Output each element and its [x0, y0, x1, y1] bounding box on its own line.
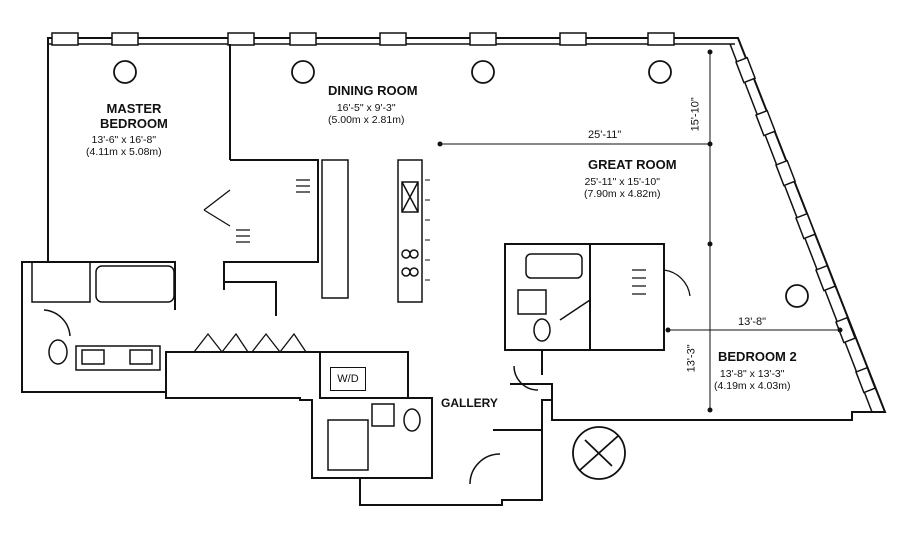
- gallery-bath-sink: [371, 403, 395, 427]
- wall-bed2-closet: [590, 243, 665, 351]
- bath2-tub: [525, 253, 583, 279]
- bath2-sink: [517, 289, 547, 315]
- mullion-3: [227, 32, 255, 46]
- diag-mullion-5: [815, 264, 837, 292]
- kitchen-counter: [397, 159, 423, 303]
- great-dims-imperial: 25'-11" x 15'-10": [584, 176, 660, 188]
- dining-room-dims: 16'-5" x 9'-3" (5.00m x 2.81m): [328, 102, 404, 126]
- exterior-wall: [21, 37, 887, 506]
- bathtub: [95, 265, 175, 303]
- dining-room-name: DINING ROOM: [328, 83, 418, 98]
- burner-2: [409, 249, 419, 259]
- master-dims-imperial: 13'-6" x 16'-8": [91, 134, 157, 146]
- column-4: [648, 60, 672, 84]
- bedroom2-name: BEDROOM 2: [718, 349, 797, 364]
- mullion-4: [289, 32, 317, 46]
- vanity: [75, 345, 161, 371]
- mullion-6: [469, 32, 497, 46]
- mullion-8: [647, 32, 675, 46]
- diag-mullion-7: [855, 366, 877, 394]
- closet-doors-1: [193, 332, 249, 353]
- counter-ticks: [425, 179, 430, 281]
- great-room-dims: 25'-11" x 15'-10" (7.90m x 4.82m): [584, 176, 660, 200]
- wall-closet-block: [223, 159, 319, 290]
- burner-4: [409, 267, 419, 277]
- mullion-2: [111, 32, 139, 46]
- sink: [401, 181, 419, 213]
- great-room-name: GREAT ROOM: [588, 157, 677, 172]
- mullion-1: [51, 32, 79, 46]
- dining-dims-metric: (5.00m x 2.81m): [328, 114, 405, 127]
- column-3: [471, 60, 495, 84]
- bedroom2-dims-imperial: 13'-8" x 13'-3": [719, 368, 785, 380]
- bedroom2-dims-metric: (4.19m x 4.03m): [714, 380, 791, 393]
- door-swing-master-bath: [43, 309, 71, 337]
- column-5: [785, 284, 809, 308]
- master-bedroom-name-line2: BEDROOM: [100, 115, 168, 131]
- master-bedroom-name: MASTER BEDROOM: [100, 101, 168, 132]
- column-2: [291, 60, 315, 84]
- sink-l: [81, 349, 105, 365]
- compass: [572, 426, 626, 480]
- kitchen-counter-2: [321, 159, 349, 299]
- entry-door: [469, 453, 501, 485]
- wall-hall-upper: [224, 281, 277, 316]
- diag-mullion-3: [775, 159, 797, 187]
- diag-mullion-1: [735, 56, 757, 84]
- wall-bath2: [322, 397, 433, 479]
- master-bedroom-name-line1: MASTER: [106, 101, 162, 116]
- great-dims-metric: (7.90m x 4.82m): [584, 188, 661, 201]
- bath2-toilet: [533, 318, 551, 342]
- shower: [31, 261, 91, 303]
- bed2-closet-rods: [632, 269, 646, 295]
- mullion-7: [559, 32, 587, 46]
- burner-3: [401, 267, 411, 277]
- column-1: [113, 60, 137, 84]
- gallery-bath-toilet: [403, 408, 421, 432]
- master-dims-metric: (4.11m x 5.08m): [86, 146, 162, 159]
- diag-mullion-4: [795, 212, 817, 240]
- toilet-master: [48, 339, 68, 365]
- bath2-door: [559, 299, 591, 321]
- mullion-5: [379, 32, 407, 46]
- dining-dims-imperial: 16'-5" x 9'-3": [336, 102, 396, 114]
- burner-1: [401, 249, 411, 259]
- sink-r: [129, 349, 153, 365]
- gallery-door: [513, 365, 539, 391]
- bedroom2-dims: 13'-8" x 13'-3" (4.19m x 4.03m): [714, 368, 790, 392]
- diag-mullion-2: [755, 109, 777, 137]
- gallery-shower: [327, 419, 369, 471]
- wall-gallery-closet: [493, 429, 543, 500]
- closet-rods-master: [236, 179, 310, 243]
- washer-dryer: W/D: [330, 367, 366, 391]
- wall-hall-corridor: [165, 351, 320, 392]
- dim-bed2-width: 13'-8": [738, 316, 767, 328]
- dim-bed2-depth: 13'-3": [685, 344, 698, 373]
- compass-needle: [579, 435, 619, 471]
- gallery-name: GALLERY: [441, 396, 498, 410]
- bed2-closet-door: [663, 269, 691, 297]
- dim-great-width: 25'-11": [588, 129, 622, 141]
- closet-doors-2: [251, 332, 307, 353]
- closet-door-swing: [203, 189, 231, 227]
- wall-gallery-right: [510, 383, 553, 400]
- master-bedroom-dims: 13'-6" x 16'-8" (4.11m x 5.08m): [86, 134, 162, 158]
- dim-great-depth: 15'-10": [689, 97, 702, 132]
